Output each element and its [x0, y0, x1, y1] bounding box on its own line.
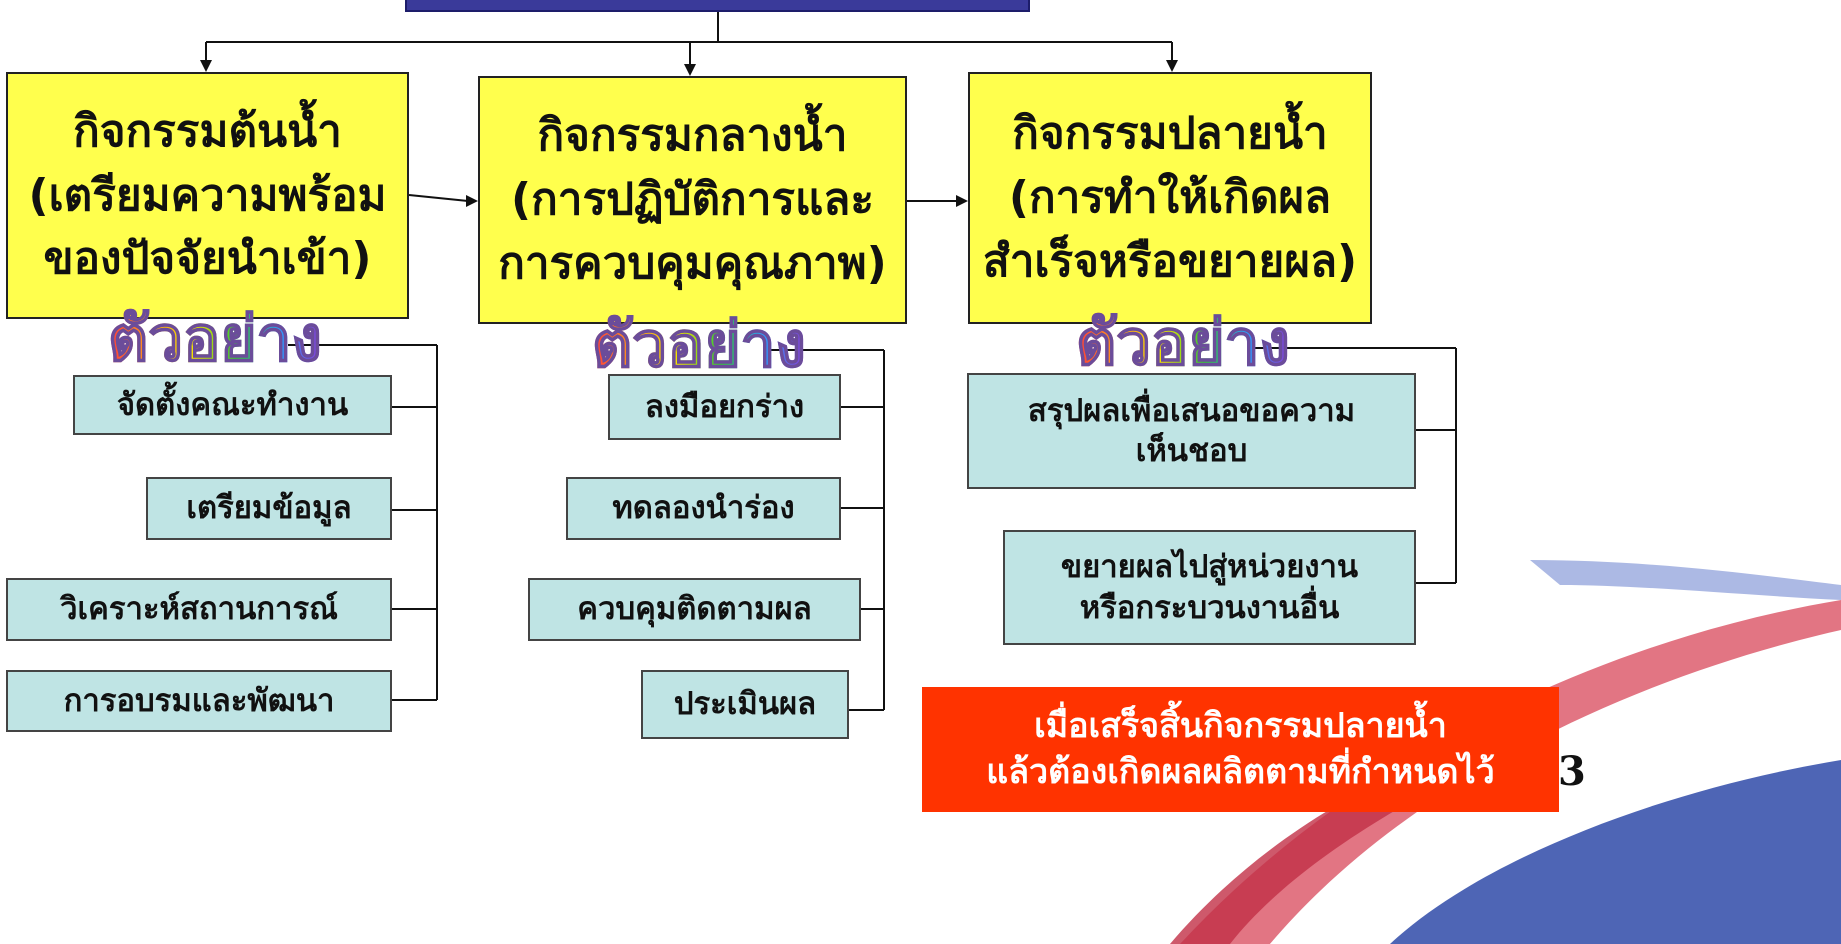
upstream-item-1: จัดตั้งคณะทำงาน [73, 375, 392, 435]
stage-upstream-line1: กิจกรรมต้นน้ำ [73, 105, 342, 157]
midstream-item-1: ลงมือยกร่าง [608, 374, 841, 440]
downstream-item-2: ขยายผลไปสู่หน่วยงาน หรือกระบวนงานอื่น [1003, 530, 1416, 645]
stage-midstream-line2: (การปฏิบัติการและ [510, 174, 874, 226]
stage-midstream-box: กิจกรรมกลางน้ำ (การปฏิบัติการและ การควบค… [478, 76, 907, 324]
stage-upstream-line3: ของปัจจัยนำเข้า) [43, 233, 372, 285]
midstream-item-4: ประเมินผล [641, 670, 849, 739]
example-label-upstream: ตัวอย่าง [107, 302, 322, 375]
upstream-item-2: เตรียมข้อมูล [146, 477, 392, 540]
downstream-item-1-line1: สรุปผลเพื่อเสนอขอความ [1027, 392, 1356, 429]
stage-downstream-line1: กิจกรรมปลายน้ำ [1012, 108, 1328, 160]
completion-note-line1: เมื่อเสร็จสิ้นกิจกรรมปลายน้ำ [1034, 705, 1447, 746]
page-number: 3 [1558, 748, 1586, 795]
stage-downstream-box: กิจกรรมปลายน้ำ (การทำให้เกิดผล สำเร็จหรื… [968, 72, 1372, 324]
title-bar [405, 0, 1030, 12]
stage-upstream-box: กิจกรรมต้นน้ำ (เตรียมความพร้อม ของปัจจัย… [6, 72, 409, 319]
stage-midstream-line1: กิจกรรมกลางน้ำ [537, 110, 848, 162]
downstream-item-2-line1: ขยายผลไปสู่หน่วยงาน [1060, 549, 1359, 586]
downstream-item-2-line2: หรือกระบวนงานอื่น [1079, 589, 1340, 626]
stage-downstream-line3: สำเร็จหรือขยายผล) [982, 235, 1358, 287]
example-label-downstream: ตัวอย่าง [1075, 306, 1290, 379]
stage-downstream-line2: (การทำให้เกิดผล [1008, 172, 1332, 224]
completion-note-line2: แล้วต้องเกิดผลผลิตตามที่กำหนดไว้ [986, 751, 1495, 792]
example-label-midstream: ตัวอย่าง [591, 308, 806, 381]
stage-midstream-line3: การควบคุมคุณภาพ) [498, 237, 887, 289]
upstream-item-3: วิเคราะห์สถานการณ์ [6, 578, 392, 641]
midstream-item-2: ทดลองนำร่อง [566, 477, 841, 540]
downstream-item-1-line2: เห็นชอบ [1135, 433, 1248, 469]
downstream-item-1: สรุปผลเพื่อเสนอขอความ เห็นชอบ [967, 373, 1416, 489]
upstream-item-4: การอบรมและพัฒนา [6, 670, 392, 732]
midstream-item-3: ควบคุมติดตามผล [528, 578, 861, 641]
stage-upstream-line2: (เตรียมความพร้อม [28, 169, 387, 221]
completion-note-box: เมื่อเสร็จสิ้นกิจกรรมปลายน้ำ แล้วต้องเกิ… [922, 687, 1559, 812]
